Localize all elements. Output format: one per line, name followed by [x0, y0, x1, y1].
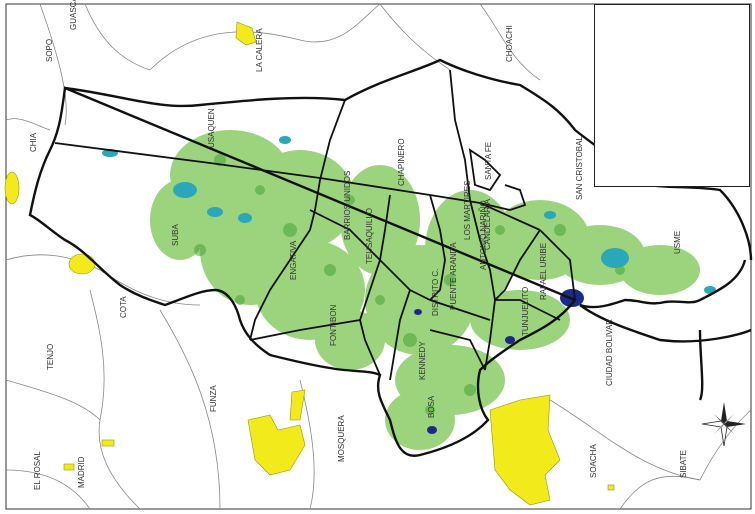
legend-box	[594, 4, 750, 187]
yellow-zones	[4, 21, 615, 506]
label-barrios-unidos: BARRIOS UNIDOS	[343, 171, 352, 240]
label-teusaquillo: TEUSAQUILLO	[365, 208, 374, 264]
label-la-calera: LA CALERA	[255, 28, 264, 72]
label-san-cristobal: SAN CRISTOBAL	[575, 136, 584, 200]
label-usaquen: USAQUEN	[207, 108, 216, 148]
label-engativa: ENGATIVA	[289, 240, 298, 280]
label-sopo: SOPO	[45, 39, 54, 62]
locality-labels: SUBA USAQUEN CHAPINERO SANTA FE SAN CRIS…	[171, 108, 682, 418]
label-sibate: SIBATE	[679, 450, 688, 478]
label-ciudad-bolivar: CIUDAD BOLIVAR	[605, 319, 614, 386]
label-kennedy: KENNEDY	[418, 341, 427, 380]
label-soacha: SOACHA	[589, 444, 598, 478]
label-tenjo: TENJO	[46, 344, 55, 370]
municipal-boundaries	[5, 3, 752, 510]
label-choachi: CHOACHI	[505, 25, 514, 62]
compass-rose-icon	[701, 402, 746, 447]
label-distrito-c: DISTRITO C.	[431, 269, 440, 316]
label-antonio-narino: ANTONIO NARIÑO	[479, 200, 488, 270]
label-chapinero: CHAPINERO	[397, 138, 406, 186]
label-santa-fe: SANTA FE	[484, 142, 493, 180]
label-bosa: BOSA	[427, 395, 436, 418]
label-el-rosal: EL ROSAL	[33, 451, 42, 490]
urban-speckle-layer	[194, 154, 625, 415]
label-rafael-uribe: RAFAEL URIBE	[539, 243, 548, 300]
label-mosquera: MOSQUERA	[337, 415, 346, 462]
label-cota: COTA	[119, 296, 128, 318]
label-funza: FUNZA	[209, 385, 218, 412]
label-suba: SUBA	[171, 224, 180, 246]
label-chia: CHIA	[29, 132, 38, 152]
municipality-labels: SOPO GUASCA LA CALERA CHOACHI CHIA COTA …	[29, 0, 688, 490]
label-puente-aranda: PUENTE ARANDA	[449, 242, 458, 310]
label-guasca: GUASCA	[69, 0, 78, 30]
district-outer-boundary	[28, 58, 753, 457]
label-tunjuelito: TUNJUELITO	[521, 287, 530, 336]
label-madrid: MADRID	[77, 456, 86, 488]
label-fontibon: FONTIBON	[329, 304, 338, 346]
locality-boundaries	[54, 69, 576, 381]
label-usme: USME	[673, 231, 682, 254]
label-los-martires: LOS MARTIRES	[463, 181, 472, 240]
label-candelaria: CANDELARIA	[483, 198, 492, 250]
